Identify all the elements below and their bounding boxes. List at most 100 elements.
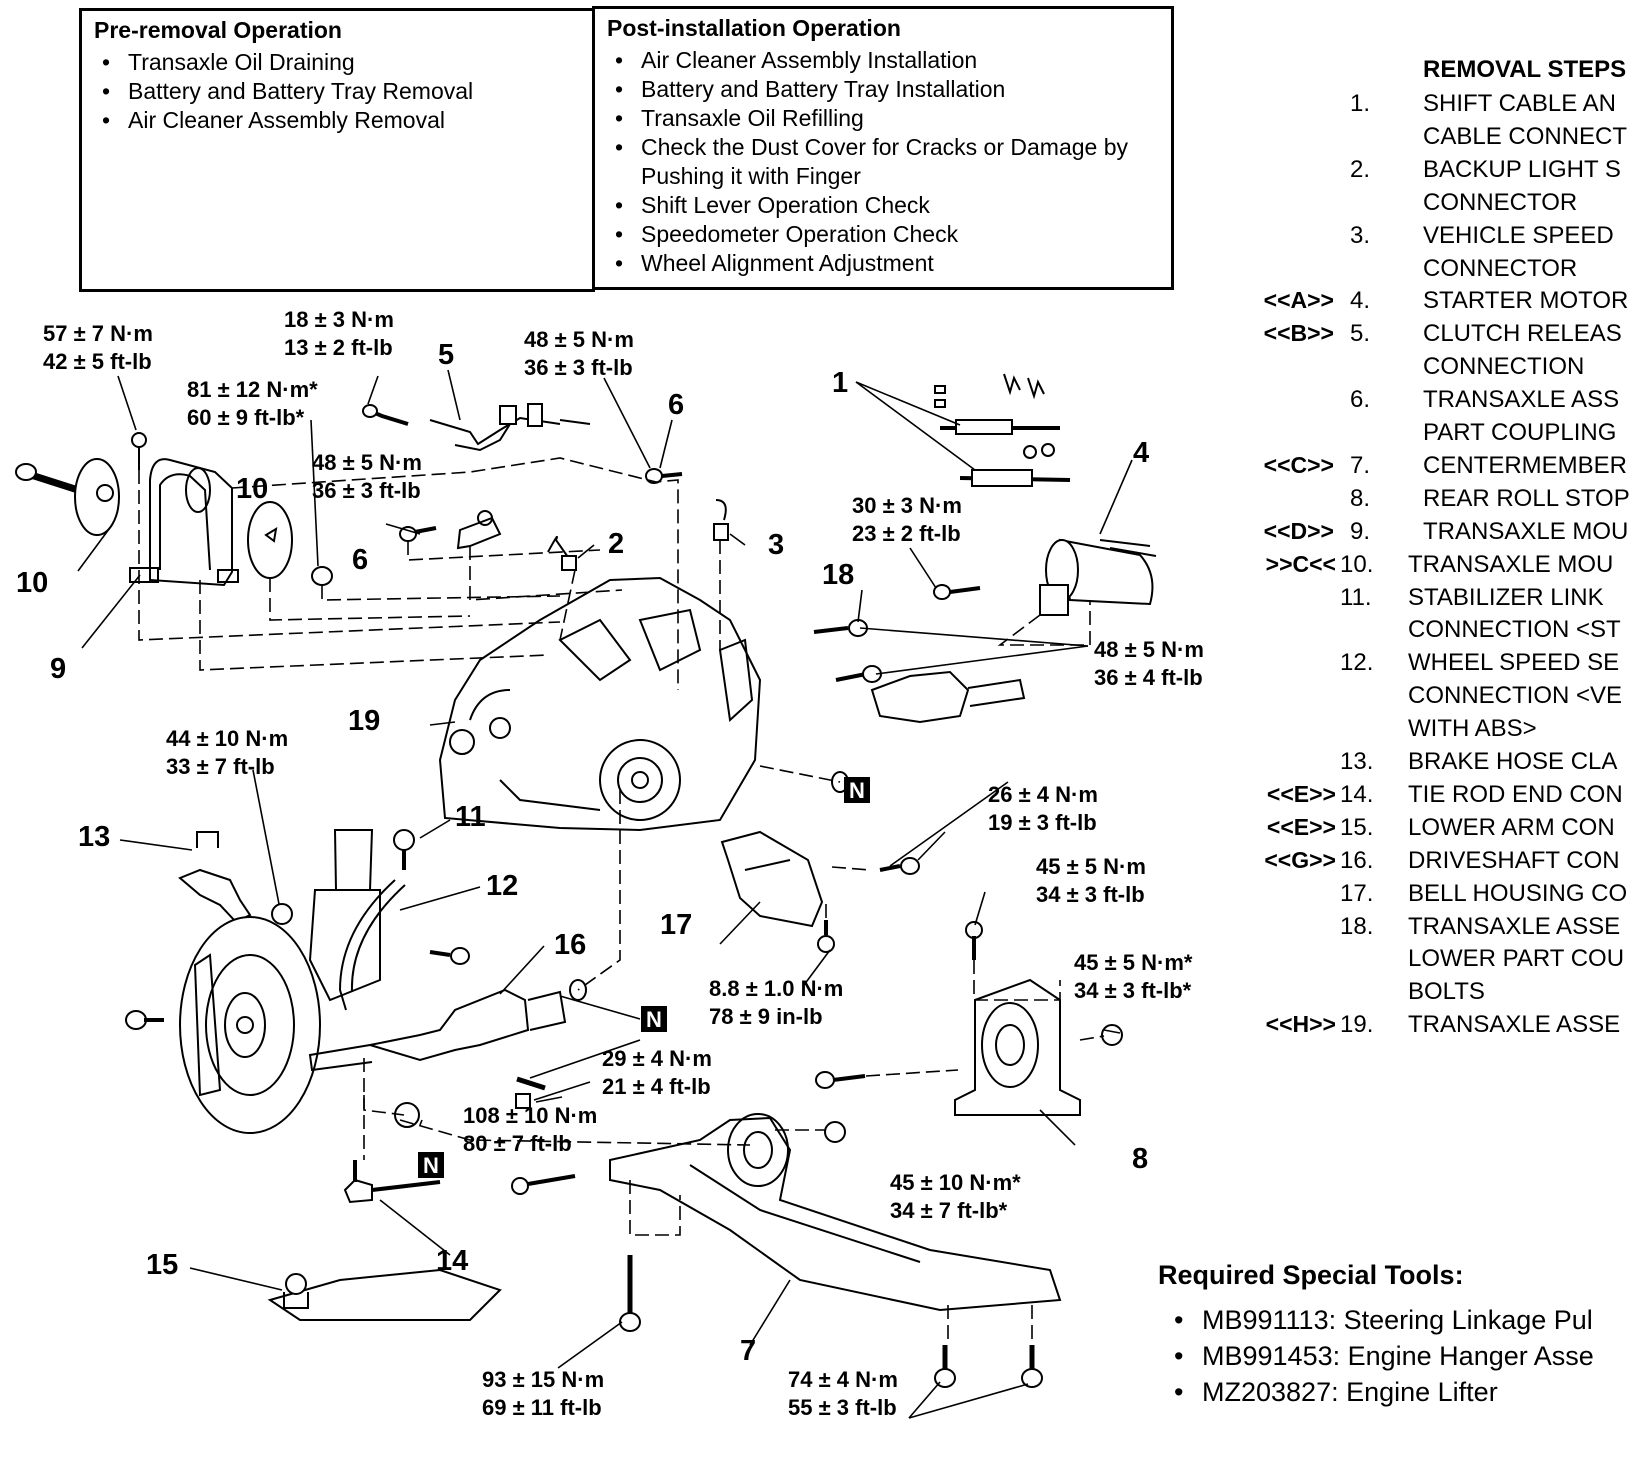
pre-removal-box: Pre-removal Operation Transaxle Oil Drai… [79, 8, 595, 292]
step-number: 9. [1350, 517, 1371, 545]
shift-cable-part [934, 373, 1071, 487]
step-note-code: <<A>> [1263, 287, 1334, 314]
torque-spec-ftlb: 34 ± 7 ft-lb* [890, 1198, 1008, 1223]
step-label: LOWER ARM CON [1408, 813, 1615, 841]
step-note-code: >>C<< [1265, 550, 1336, 577]
removal-step-line: CONNECTION <VE [1230, 682, 1648, 715]
removal-step-line: CONNECTION <ST [1230, 616, 1648, 649]
torque-spec-ftlb: 13 ± 2 ft-lb [284, 335, 393, 360]
step-label: TRANSAXLE MOU [1423, 517, 1629, 545]
torque-spec-ftlb: 33 ± 7 ft-lb [166, 754, 275, 779]
pre-removal-list: Transaxle Oil Draining Battery and Batte… [94, 48, 580, 135]
removal-step-line: <<E>>14. TIE ROD END CON [1230, 781, 1648, 814]
n-mark-nonreusable: N [641, 1006, 667, 1032]
torque-spec-nm: 57 ± 7 N·m [43, 321, 153, 346]
step-number: 7. [1350, 451, 1371, 479]
step-number: 19. [1340, 1011, 1374, 1039]
torque-spec-nm: 18 ± 3 N·m [284, 307, 394, 332]
torque-spec-inlb: 78 ± 9 in-lb [709, 1004, 823, 1029]
torque-spec-ftlb: 34 ± 3 ft-lb* [1074, 978, 1192, 1003]
step-label: BOLTS [1408, 978, 1485, 1006]
callout-2: 2 [608, 528, 624, 560]
transaxle-assembly-part [438, 576, 762, 832]
tie-rod-end-part [343, 1160, 441, 1204]
step-number: 3. [1350, 221, 1371, 249]
torque-spec-nm: 48 ± 5 N·m [1094, 637, 1204, 662]
callout-12: 12 [486, 870, 518, 902]
driveshaft-stub-part [831, 670, 1026, 793]
step-number: 14. [1340, 780, 1374, 808]
knuckle-hub-part [125, 829, 470, 1134]
step-number: 6. [1350, 386, 1371, 414]
step-number: 2. [1350, 155, 1371, 183]
torque-spec-ftlb: 36 ± 3 ft-lb [524, 355, 633, 380]
driveshaft-part [308, 979, 587, 1072]
torque-spec-nm: 81 ± 12 N·m* [187, 377, 318, 402]
torque-spec-ftlb: 42 ± 5 ft-lb [43, 349, 152, 374]
exploded-diagram: N N N 57 ± 7 N·m 42 ± 5 ft-lb 18 ± 3 N·m… [15, 307, 1204, 1420]
centermember-part [511, 1113, 1062, 1388]
lower-arm-part [267, 1268, 502, 1321]
removal-step-line: <<B>>5.CLUTCH RELEAS [1230, 320, 1648, 353]
step-note-code: <<E>> [1266, 780, 1336, 807]
special-tools-list: MB991113: Steering Linkage Pul MB991453:… [1172, 1302, 1594, 1410]
assembly-dashed-lines [138, 457, 1105, 1345]
callout-18: 18 [822, 559, 854, 591]
callout-17: 17 [660, 909, 692, 941]
removal-step-line: <<H>>19. TRANSAXLE ASSE [1230, 1011, 1648, 1044]
list-item: MB991113: Steering Linkage Pul [1172, 1302, 1594, 1338]
step-label: TRANSAXLE ASSE [1408, 912, 1621, 940]
removal-step-line: CONNECTOR [1230, 189, 1648, 222]
removal-step-line: <<A>>4.STARTER MOTOR [1230, 287, 1648, 320]
callout-7: 7 [740, 1335, 756, 1367]
torque-spec-nm: 26 ± 4 N·m [988, 782, 1098, 807]
removal-step-line: WITH ABS> [1230, 715, 1648, 748]
mount-bolt-washer-part [15, 458, 120, 536]
callout-4: 4 [1133, 437, 1149, 469]
step-label: CONNECTION <ST [1408, 616, 1621, 644]
starter-motor-part [933, 538, 1157, 616]
torque-spec-nm: 48 ± 5 N·m [524, 327, 634, 352]
post-installation-box: Post-installation Operation Air Cleaner … [592, 6, 1174, 290]
list-item: Transaxle Oil Refilling [607, 104, 1159, 133]
step-number: 17. [1340, 879, 1374, 907]
nut-part [311, 566, 333, 586]
step-number: 15. [1340, 813, 1374, 841]
removal-step-line: 11.STABILIZER LINK [1230, 584, 1648, 617]
step-label: TRANSAXLE ASSE [1408, 1011, 1621, 1039]
torque-spec-ftlb: 80 ± 7 ft-lb [463, 1131, 572, 1156]
backup-light-connector-part [547, 536, 577, 571]
torque-spec-nm: 108 ± 10 N·m [463, 1103, 597, 1128]
torque-spec-ftlb: 36 ± 4 ft-lb [1094, 665, 1203, 690]
removal-step-line: 17.BELL HOUSING CO [1230, 880, 1648, 913]
step-note-code: <<E>> [1266, 813, 1336, 840]
n-mark-nonreusable: N [418, 1152, 444, 1178]
torque-spec-nm: 8.8 ± 1.0 N·m [709, 976, 843, 1001]
step-label: BRAKE HOSE CLA [1408, 748, 1618, 775]
torque-spec-nm: 30 ± 3 N·m [852, 493, 962, 518]
removal-step-line: <<D>>9.TRANSAXLE MOU [1230, 518, 1648, 551]
removal-steps-title: REMOVAL STEPS [1423, 56, 1627, 83]
torque-spec-nm: 93 ± 15 N·m [482, 1367, 604, 1392]
clutch-release-part [362, 403, 591, 452]
step-label: STARTER MOTOR [1423, 287, 1629, 315]
removal-step-line: >>C<<10.TRANSAXLE MOU [1230, 551, 1648, 584]
step-label: WITH ABS> [1408, 715, 1537, 743]
removal-step-line: 6. TRANSAXLE ASS [1230, 386, 1648, 419]
step-label: PART COUPLING [1423, 419, 1617, 446]
step-label: TIE ROD END CON [1408, 780, 1623, 808]
torque-spec-nm: 74 ± 4 N·m [788, 1367, 898, 1392]
step-number: 16. [1340, 846, 1374, 874]
step-label: LOWER PART COU [1408, 945, 1625, 973]
torque-spec-ftlb: 60 ± 9 ft-lb* [187, 405, 305, 430]
torque-spec-ftlb: 23 ± 2 ft-lb [852, 521, 961, 546]
removal-step-line: 2.BACKUP LIGHT S [1230, 156, 1648, 189]
callout-10: 10 [16, 567, 48, 599]
step-note-code: <<H>> [1265, 1011, 1336, 1038]
step-note-code: <<B>> [1263, 320, 1334, 347]
callout-6: 6 [668, 389, 684, 421]
n-mark-nonreusable: N [844, 777, 870, 803]
step-number: 13. [1340, 748, 1374, 775]
step-label: TRANSAXLE ASS [1423, 386, 1620, 414]
step-number: 12. [1340, 649, 1374, 677]
